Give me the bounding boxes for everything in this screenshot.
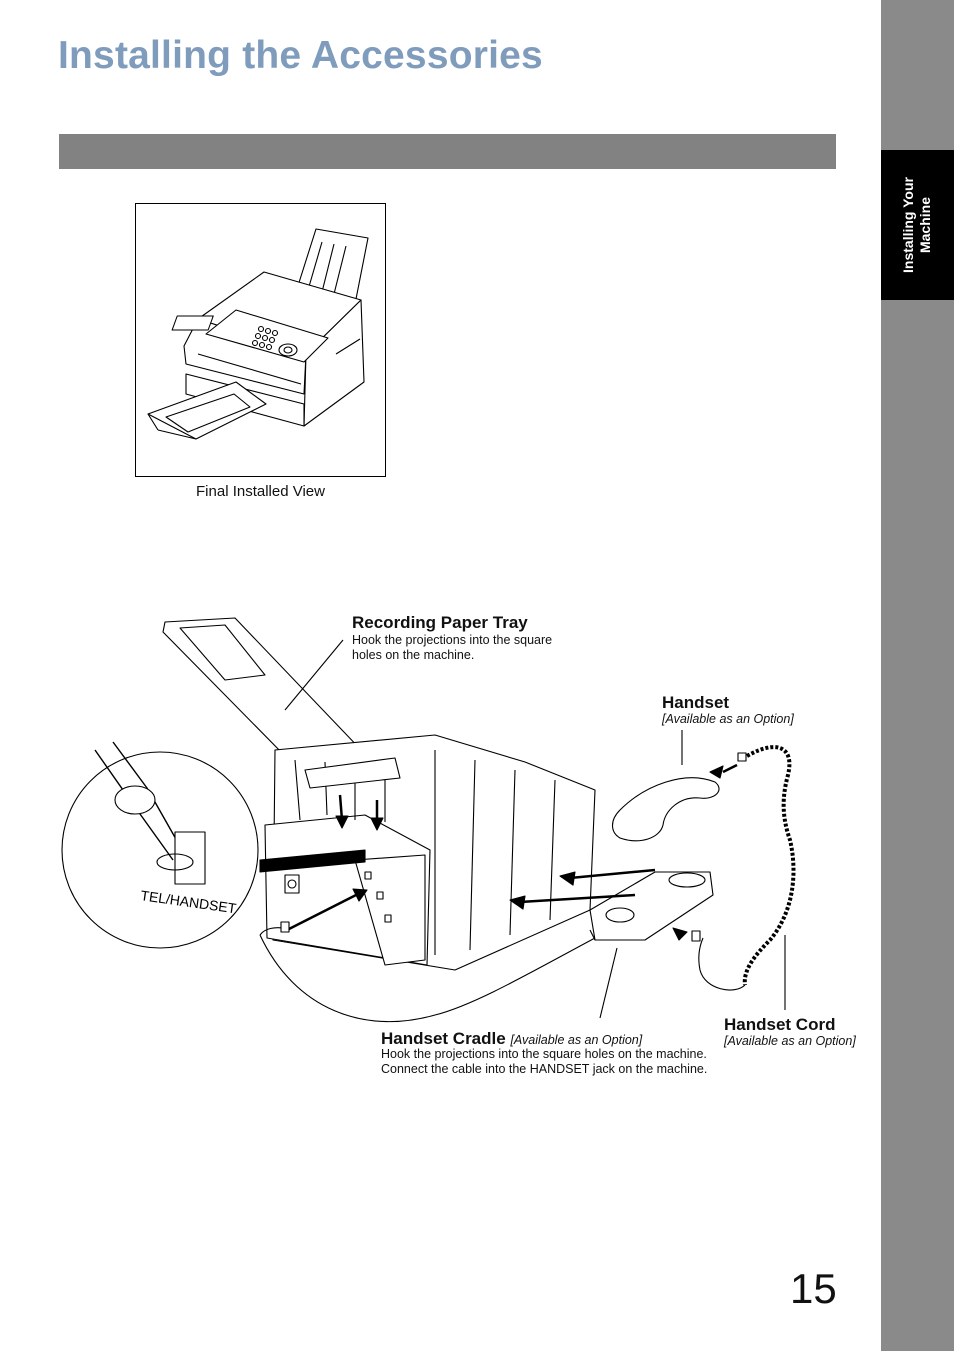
fax-machine-illustration xyxy=(147,228,369,440)
handset-cradle-heading-row: Handset Cradle [Available as an Option] xyxy=(381,1029,642,1049)
handset-cradle xyxy=(589,871,714,941)
handset-cord xyxy=(742,745,796,986)
recording-paper-tray-line-2: holes on the machine. xyxy=(352,648,475,662)
handset-note: [Available as an Option] xyxy=(662,712,794,726)
figure-caption: Final Installed View xyxy=(196,483,325,500)
handset-illustration xyxy=(611,777,720,842)
tray-leader-line xyxy=(284,639,344,711)
side-tab-label: Installing Your Machine xyxy=(900,177,934,273)
handset-heading: Handset xyxy=(662,693,730,712)
handset-cord-note: [Available as an Option] xyxy=(724,1034,856,1048)
handset-cradle-note: [Available as an Option] xyxy=(510,1033,643,1047)
recording-paper-tray-line-1: Hook the projections into the square xyxy=(352,633,553,647)
section-bar xyxy=(59,134,836,169)
handset-cradle-line-1: Hook the projections into the square hol… xyxy=(381,1047,707,1061)
side-tab xyxy=(881,150,954,300)
side-tab-line-2: Machine xyxy=(917,197,933,254)
page-title: Installing the Accessories xyxy=(58,34,543,77)
handset-cradle-line-2: Connect the cable into the HANDSET jack … xyxy=(381,1062,708,1076)
final-installed-view-figure xyxy=(135,203,386,477)
accessories-diagram: TEL/HANDSET xyxy=(61,617,796,1023)
handset-cord-heading: Handset Cord xyxy=(724,1015,836,1034)
recording-paper-tray-heading: Recording Paper Tray xyxy=(352,613,528,632)
page-number: 15 xyxy=(790,1265,837,1312)
handset-cradle-heading: Handset Cradle xyxy=(381,1029,506,1048)
side-tab-line-1: Installing Your xyxy=(900,177,916,273)
zoom-detail-circle xyxy=(61,751,259,949)
